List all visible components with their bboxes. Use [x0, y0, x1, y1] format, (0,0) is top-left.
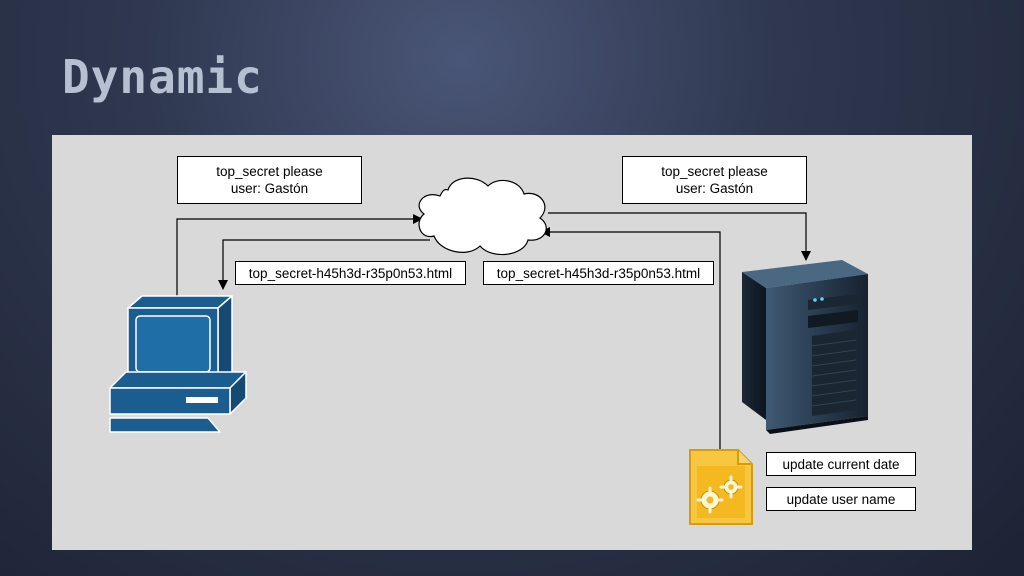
request-arrow-cloud-to-server: [548, 212, 811, 261]
response-label-right: top_secret-h45h3d-r35p0n53.html: [483, 261, 714, 285]
script-step-1: update current date: [766, 452, 916, 476]
request-label-right: top_secret please user: Gastón: [622, 156, 807, 204]
request-label-right-line2: user: Gastón: [675, 181, 754, 196]
script-step-2: update user name: [766, 487, 916, 511]
script-step-1-text: update current date: [782, 456, 900, 472]
response-label-left: top_secret-h45h3d-r35p0n53.html: [235, 261, 466, 285]
cloud-icon: [418, 177, 547, 256]
response-arrow-cloud-to-client: [218, 239, 430, 290]
request-label-right-line1: top_secret please: [661, 164, 768, 179]
computer-icon: [109, 295, 247, 433]
request-label-left-line1: top_secret please: [216, 164, 323, 179]
response-arrow-server-to-cloud: [540, 227, 721, 460]
request-label-left: top_secret please user: Gastón: [177, 156, 362, 204]
response-label-left-text: top_secret-h45h3d-r35p0n53.html: [248, 265, 453, 281]
server-icon: [742, 260, 868, 434]
script-step-2-text: update user name: [786, 491, 896, 507]
slide-title: Dynamic: [62, 50, 263, 104]
request-label-left-line2: user: Gastón: [230, 181, 309, 196]
request-arrow-client-to-cloud: [176, 214, 423, 296]
script-gears-icon: [689, 449, 753, 525]
response-label-right-text: top_secret-h45h3d-r35p0n53.html: [496, 265, 701, 281]
